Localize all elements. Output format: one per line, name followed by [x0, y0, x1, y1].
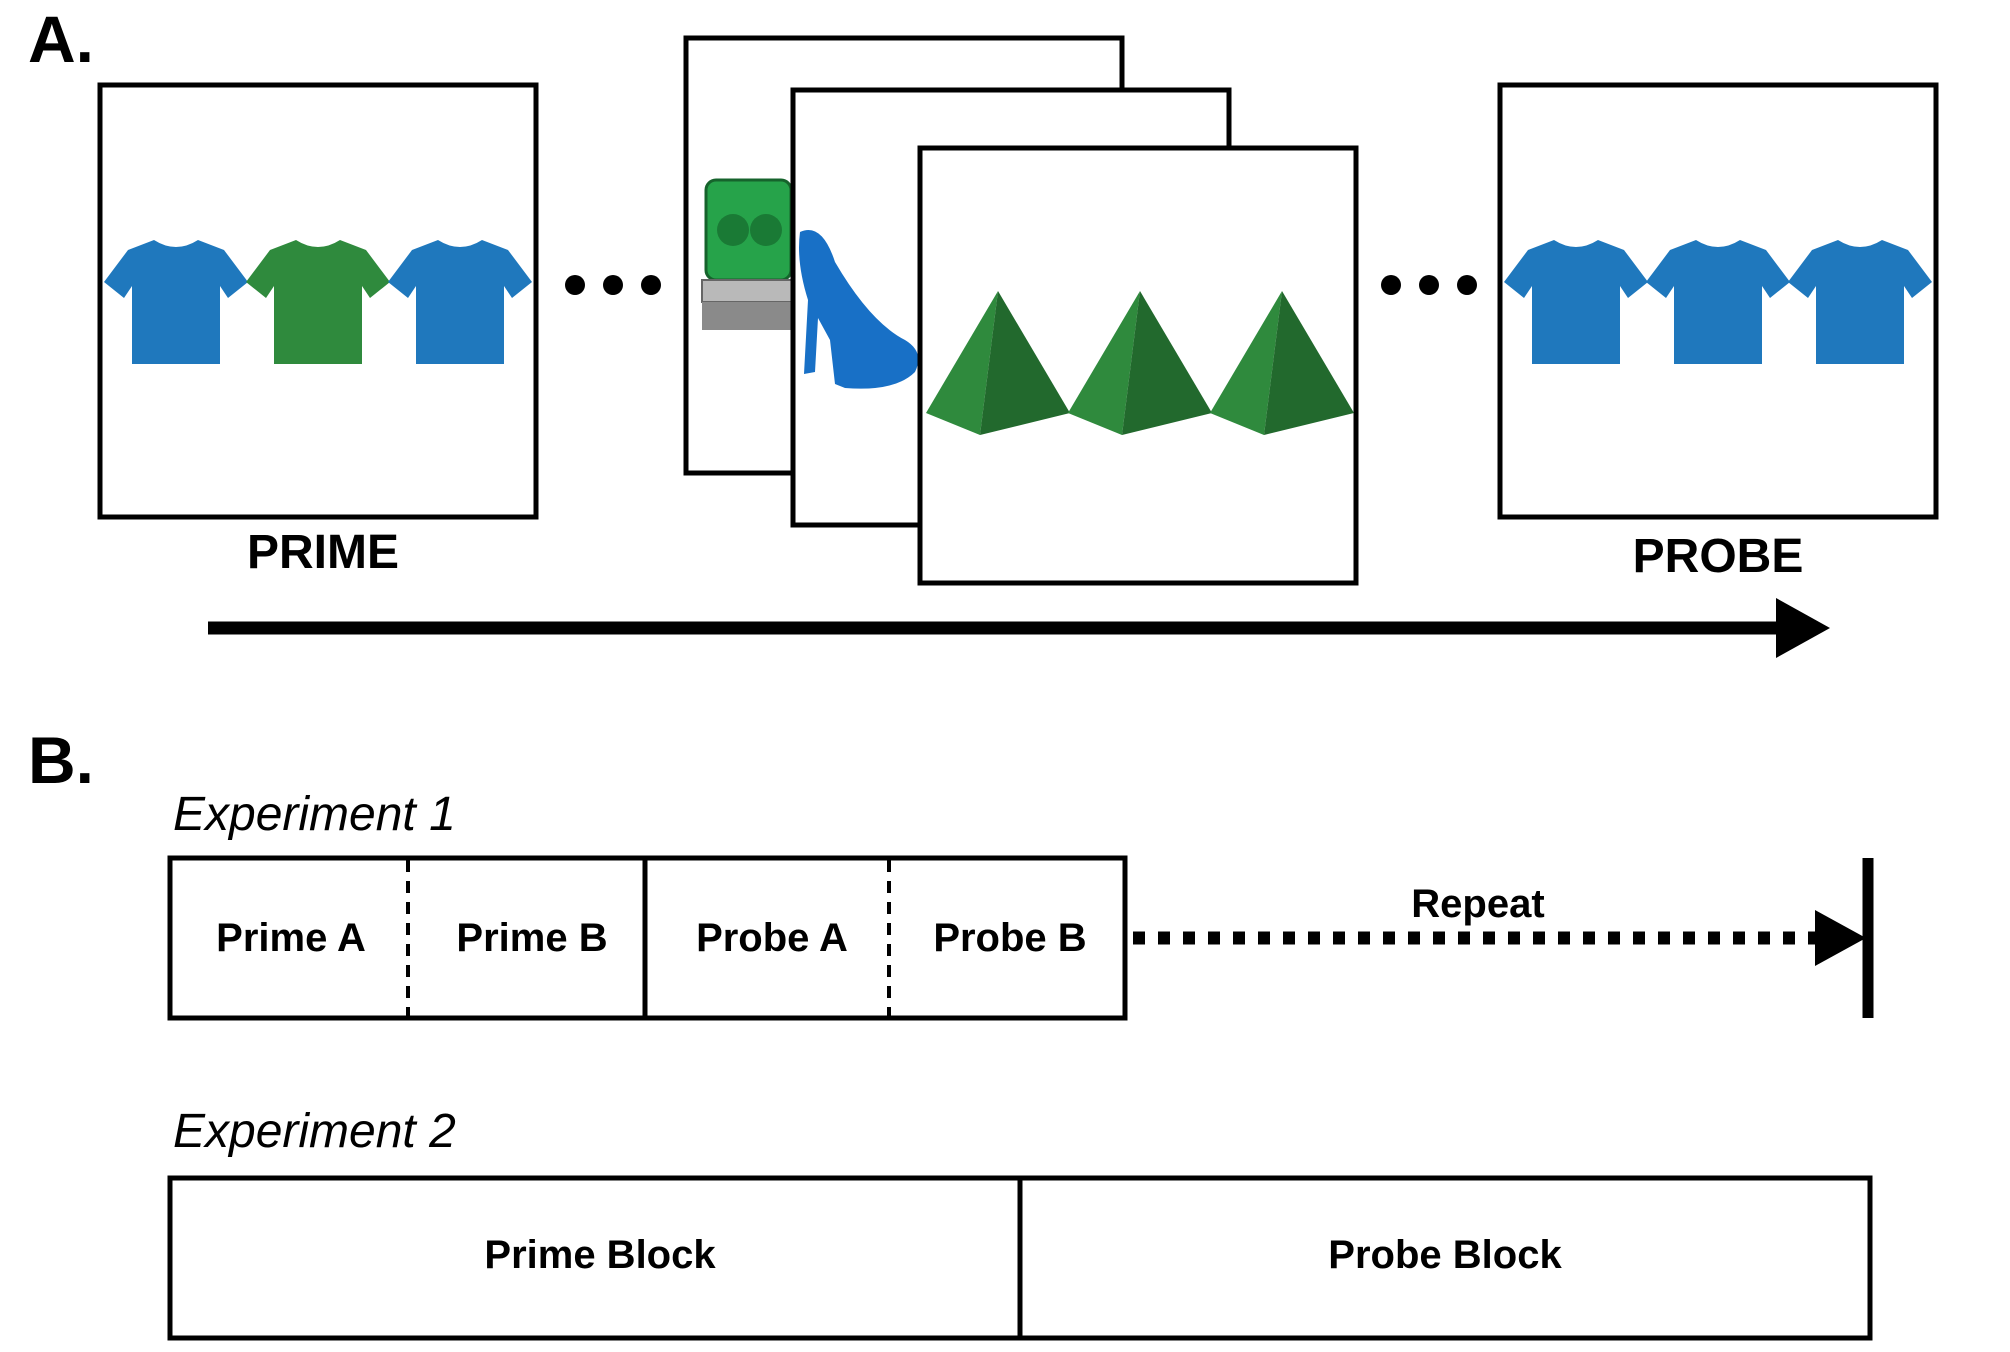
segment-prime-block: Prime Block: [484, 1233, 716, 1277]
experiment1-title: Experiment 1: [173, 788, 456, 841]
probe-frame: [1497, 82, 1939, 520]
ellipsis-right-icon: [1381, 275, 1477, 295]
repeat-arrow-icon: [1133, 858, 1874, 1018]
pyramid-3-icon: [1210, 291, 1354, 435]
segment-probe-block: Probe Block: [1328, 1233, 1562, 1277]
repeat-label: Repeat: [1411, 882, 1544, 926]
segment-prime-a: Prime A: [216, 916, 366, 960]
pyramid-1-icon: [926, 291, 1070, 435]
probe-label: PROBE: [1633, 530, 1804, 583]
panel-a-label: A.: [28, 2, 94, 76]
segment-prime-b: Prime B: [456, 916, 607, 960]
pyramid-2-icon: [1068, 291, 1212, 435]
segment-probe-a: Probe A: [696, 916, 848, 960]
prime-label: PRIME: [247, 526, 399, 579]
panel-b-label: B.: [28, 723, 94, 797]
experiment2-sequence: Prime Block Probe Block: [167, 1175, 1873, 1341]
high-heel-shoe-icon: [799, 230, 919, 389]
time-arrow-icon: [208, 598, 1830, 658]
ellipsis-left-icon: [565, 275, 661, 295]
beacon-light-icon: [701, 178, 795, 330]
experiment2-title: Experiment 2: [173, 1105, 456, 1158]
filler-frame-front: [917, 145, 1359, 586]
prime-frame: [97, 82, 539, 520]
experiment1-sequence: Prime A Prime B Probe A Probe B: [167, 855, 1128, 1021]
segment-probe-b: Probe B: [933, 916, 1086, 960]
